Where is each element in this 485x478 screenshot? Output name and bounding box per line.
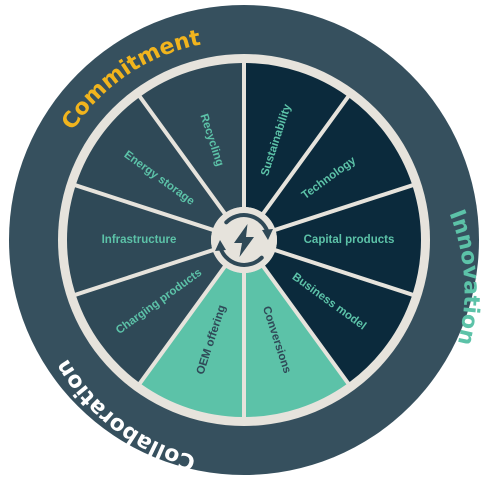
segments-layer — [67, 63, 421, 417]
segment-label-infrastructure: Infrastructure — [102, 234, 177, 246]
segment-label-capital-products: Capital products — [304, 234, 395, 246]
segment-oem-offering — [141, 267, 243, 417]
lightning-refresh-icon — [215, 213, 273, 267]
segment-capital-products — [275, 187, 421, 293]
segment-recycling — [141, 63, 243, 213]
segment-energy-storage — [76, 97, 224, 228]
segment-business-model — [264, 252, 412, 383]
segment-sustainability — [245, 63, 347, 213]
segment-conversions — [245, 267, 347, 417]
segment-infrastructure — [67, 187, 213, 293]
segment-technology — [264, 97, 412, 228]
segment-charging-products — [76, 252, 224, 383]
